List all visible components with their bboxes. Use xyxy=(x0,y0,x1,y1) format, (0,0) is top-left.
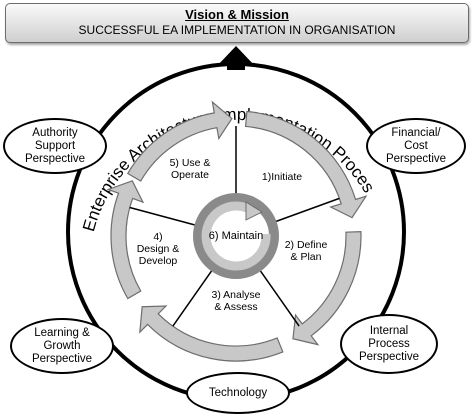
stage-labels: 5) Use &Operate 1)Initiate 2) Define& Plan… xyxy=(137,157,328,313)
learning-perspective-label: Learning & Growth Perspective xyxy=(31,326,93,365)
learning-perspective-oval: Learning & Growth Perspective xyxy=(10,318,114,374)
banner-title: Vision & Mission xyxy=(185,7,289,22)
stage-label-4: 3) Analyse& Assess xyxy=(211,289,260,313)
spoke-3 xyxy=(259,269,300,327)
cycle-arrow-1 xyxy=(126,100,233,182)
internal-perspective-label: Internal Process Perspective xyxy=(358,324,420,363)
technology-perspective-label: Technology xyxy=(208,386,268,399)
spoke-4 xyxy=(172,269,213,327)
up-arrow xyxy=(217,46,255,70)
cycle-spokes xyxy=(129,126,340,327)
stage-label-5: 4)Design &Develop xyxy=(137,231,180,267)
stage-label-3: 2) Define& Plan xyxy=(285,239,328,263)
banner-subtitle: SUCCESSFUL EA IMPLEMENTATION IN ORGANISA… xyxy=(78,23,396,37)
authority-perspective-label: Authority Support Perspective xyxy=(24,126,86,165)
stage-label-1: 5) Use &Operate xyxy=(170,157,211,181)
cycle-arrows xyxy=(106,100,368,362)
cycle-arrow-3 xyxy=(292,231,362,346)
center-arrowhead xyxy=(245,201,264,221)
financial-perspective-oval: Financial/ Cost Perspective xyxy=(366,118,466,174)
stage-label-2: 1)Initiate xyxy=(262,171,302,183)
financial-perspective-label: Financial/ Cost Perspective xyxy=(385,126,447,165)
center-circular-arrow xyxy=(201,201,271,271)
authority-perspective-oval: Authority Support Perspective xyxy=(3,118,107,174)
technology-perspective-oval: Technology xyxy=(186,372,290,414)
internal-perspective-oval: Internal Process Perspective xyxy=(340,314,438,374)
spoke-5 xyxy=(129,206,196,226)
vision-mission-banner: Vision & Mission SUCCESSFUL EA IMPLEMENT… xyxy=(5,3,469,43)
cycle-arrow-4 xyxy=(139,305,284,362)
cycle-arrow-5 xyxy=(106,180,145,300)
spoke-2 xyxy=(275,197,340,223)
center-label: 6) Maintain xyxy=(209,230,263,242)
cycle-arrow-2 xyxy=(244,110,368,219)
